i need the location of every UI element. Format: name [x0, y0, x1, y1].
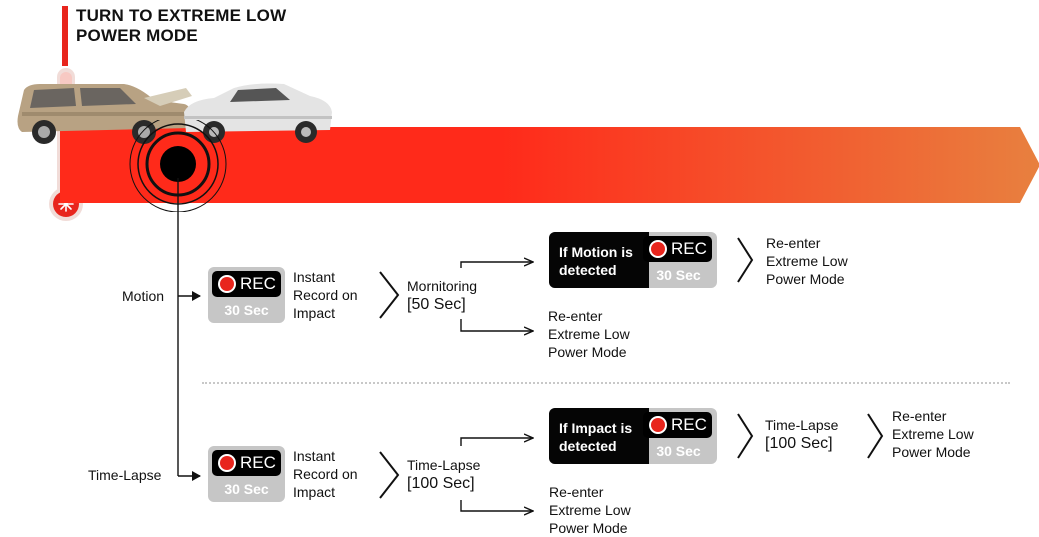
section-divider — [202, 382, 1010, 384]
timelapse-reenter-final: Re-enter Extreme Low Power Mode — [892, 408, 974, 460]
chevron-right-icon — [379, 237, 884, 499]
motion-monitoring: Mornitoring [50 Sec] — [407, 278, 478, 313]
impact-target-icon — [129, 120, 227, 212]
motion-instant-record: Instant Record on Impact — [293, 269, 358, 321]
timelapse-after-detect: Time-Lapse [100 Sec] — [765, 417, 839, 452]
rec-dot-icon — [651, 418, 665, 432]
car-crash-illustration — [17, 83, 332, 144]
timelapse-rec-badge: REC 30 Sec — [208, 446, 285, 502]
timelapse-instant-record: Instant Record on Impact — [293, 448, 358, 500]
motion-label: Motion — [122, 288, 165, 304]
motion-reenter-after-detect: Re-enter Extreme Low Power Mode — [766, 235, 848, 287]
rec-dot-icon — [220, 456, 234, 470]
timelapse-label: Time-Lapse — [88, 467, 162, 483]
rec-dot-icon — [651, 242, 665, 256]
rec-dot-icon — [220, 277, 234, 291]
motion-reenter-no-detect: Re-enter Extreme Low Power Mode — [548, 308, 630, 360]
motion-detect-badge: If Motion is detected REC 30 Sec — [549, 232, 717, 288]
timelapse-step: Time-Lapse [100 Sec] — [407, 457, 481, 492]
timeline-banner — [60, 127, 1039, 203]
timelapse-reenter-no-detect: Re-enter Extreme Low Power Mode — [549, 484, 631, 536]
motion-rec-badge: REC 30 Sec — [208, 267, 285, 323]
impact-detect-badge: If Impact is detected REC 30 Sec — [549, 408, 717, 464]
mode-title: TURN TO EXTREME LOW POWER MODE — [76, 6, 287, 45]
